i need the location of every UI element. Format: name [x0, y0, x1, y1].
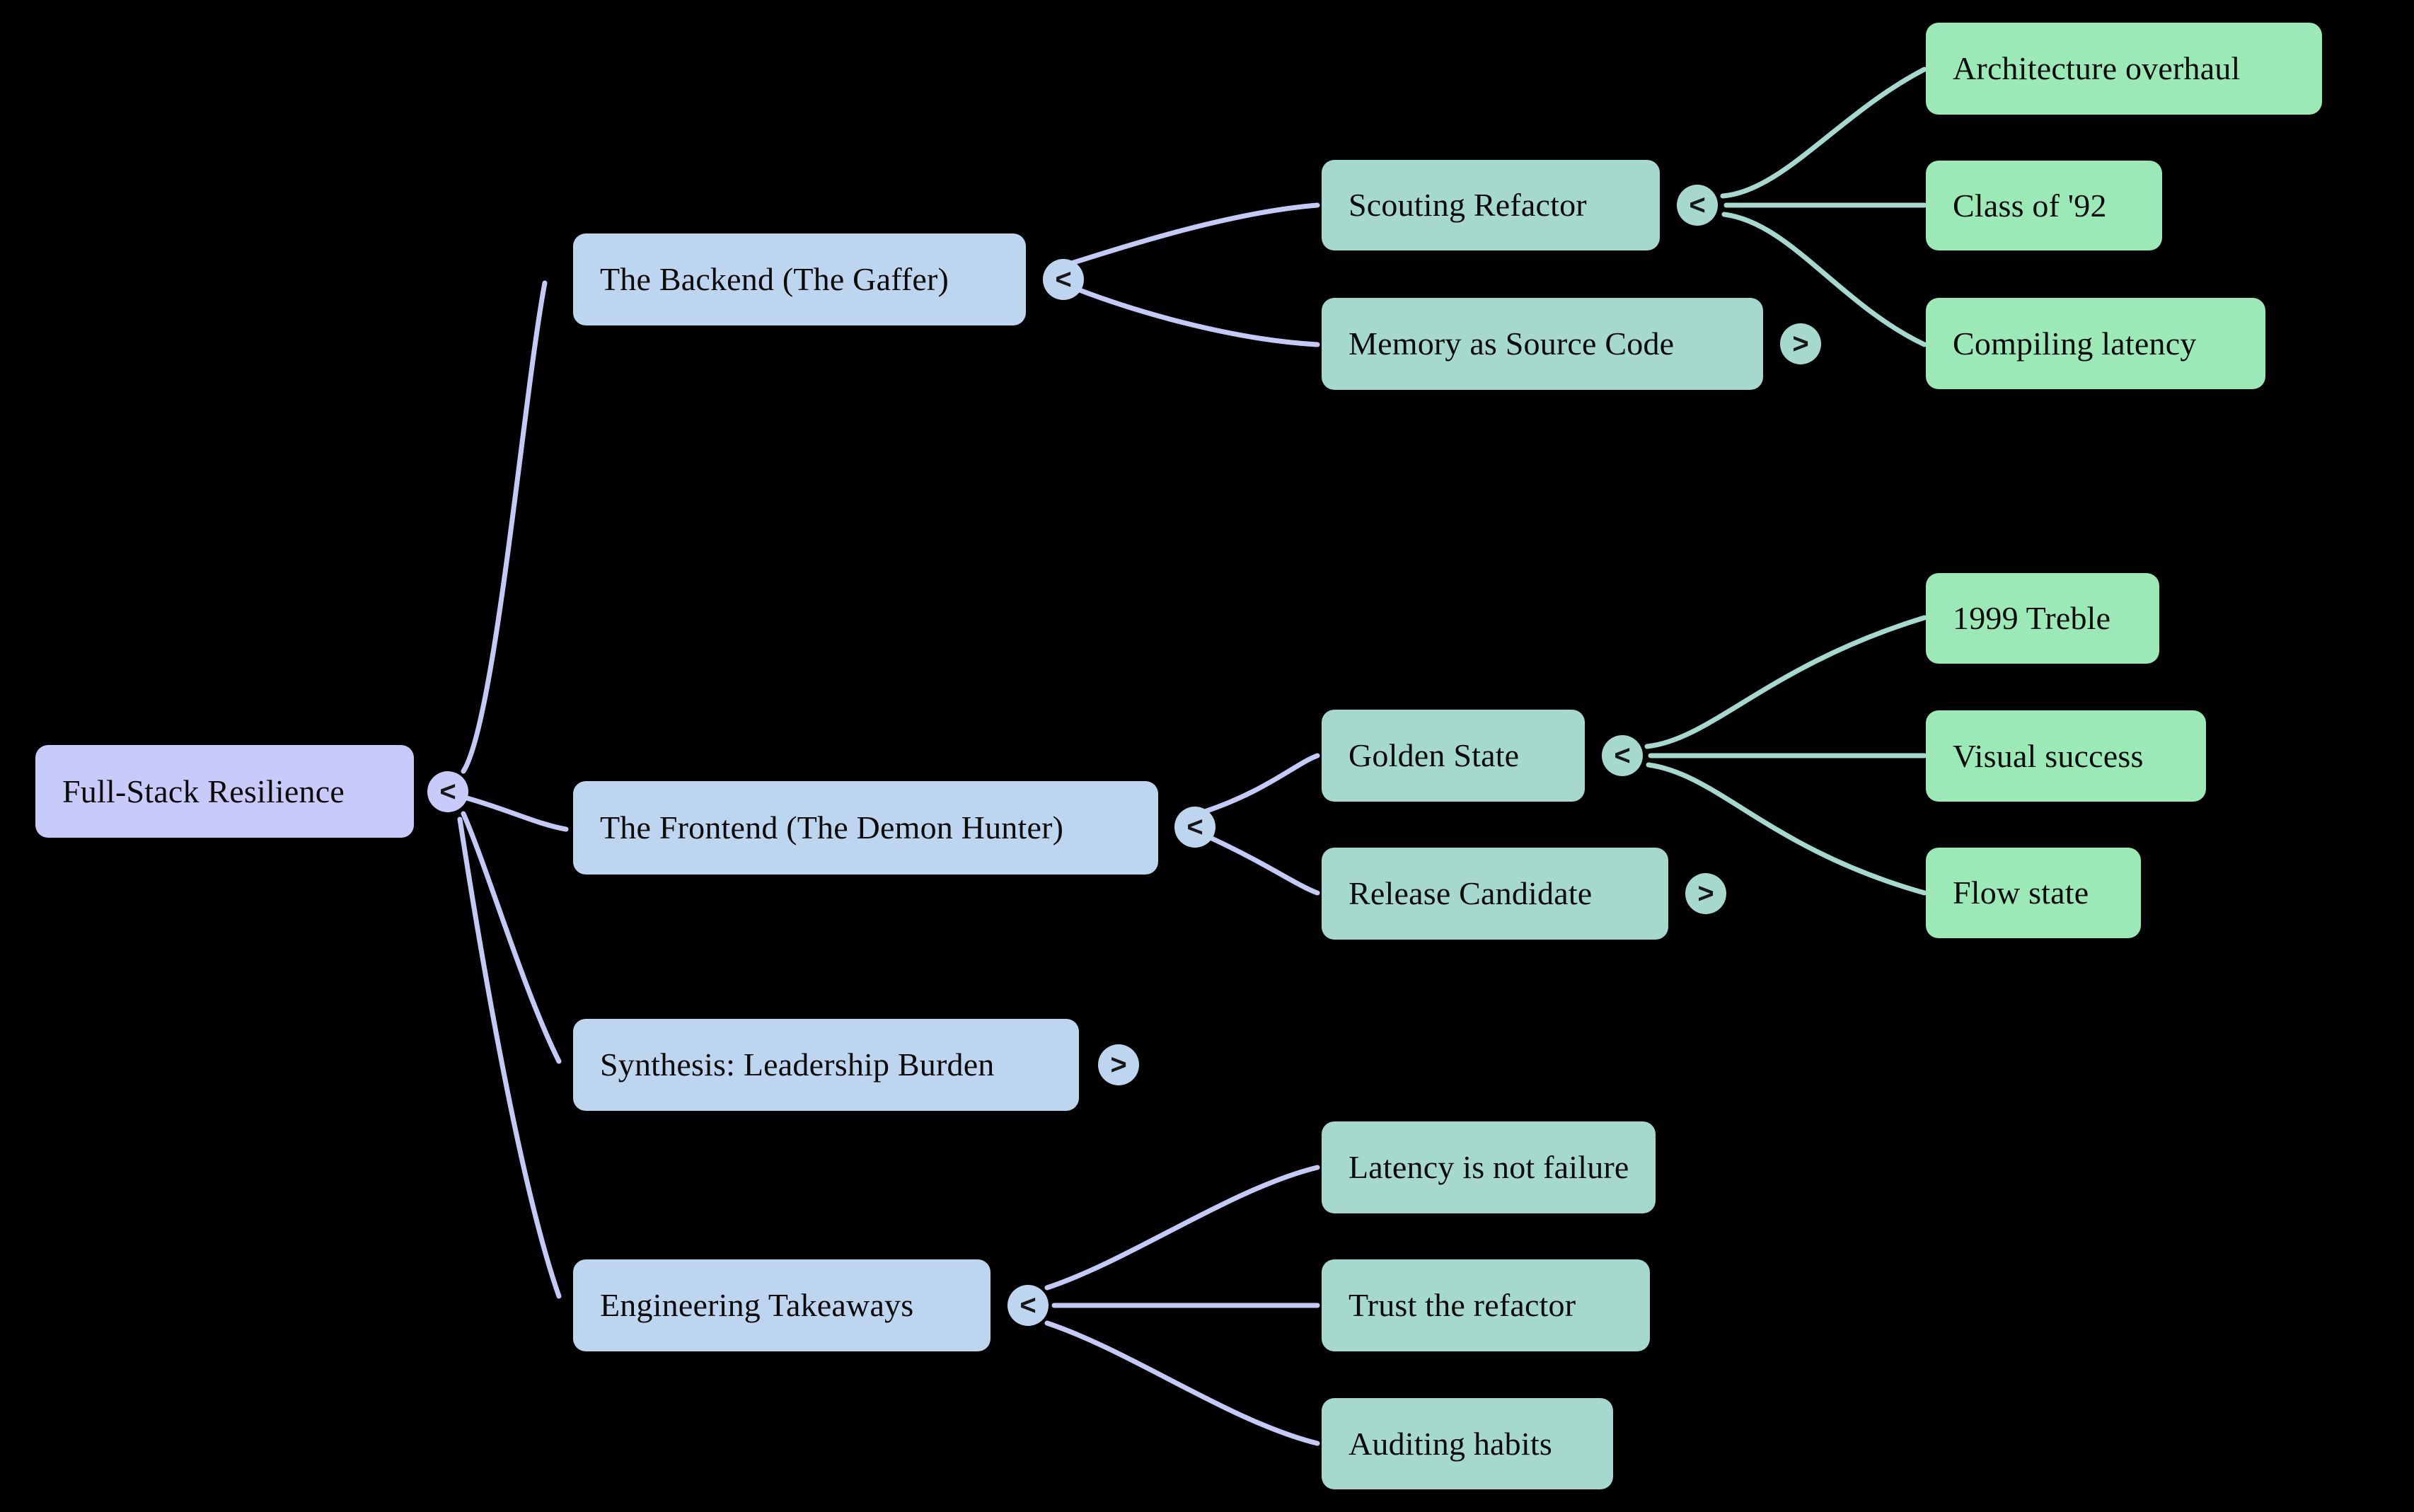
- node-visual-success[interactable]: Visual success: [1926, 710, 2206, 802]
- toggle-engineering-takeaways[interactable]: <: [1007, 1285, 1049, 1326]
- node-scouting-refactor[interactable]: Scouting Refactor: [1322, 160, 1660, 250]
- node-label: Memory as Source Code: [1349, 325, 1675, 362]
- node-flow-state[interactable]: Flow state: [1926, 848, 2141, 938]
- edge-group-root: [457, 280, 569, 1299]
- node-compiling-latency[interactable]: Compiling latency: [1926, 298, 2265, 389]
- node-golden-state[interactable]: Golden State: [1322, 710, 1585, 802]
- node-label: Auditing habits: [1349, 1425, 1552, 1462]
- edge-root-backend: [461, 280, 548, 774]
- node-trust-the-refactor[interactable]: Trust the refactor: [1322, 1259, 1650, 1351]
- edge-backend-scouting: [1062, 202, 1320, 268]
- node-latency-is-not-failure[interactable]: Latency is not failure: [1322, 1121, 1656, 1213]
- node-1999-treble[interactable]: 1999 Treble: [1926, 573, 2159, 664]
- node-label: 1999 Treble: [1953, 600, 2111, 636]
- node-label: Synthesis: Leadership Burden: [600, 1046, 995, 1083]
- node-label: Trust the refactor: [1349, 1287, 1576, 1323]
- toggle-the-frontend[interactable]: <: [1174, 807, 1215, 848]
- node-engineering-takeaways[interactable]: Engineering Takeaways: [573, 1259, 991, 1351]
- node-label: Full-Stack Resilience: [62, 773, 345, 809]
- edge-golden-flow: [1646, 762, 1927, 896]
- edge-root-frontend: [464, 795, 569, 832]
- toggle-the-backend[interactable]: <: [1043, 259, 1084, 300]
- toggle-release-candidate[interactable]: >: [1685, 873, 1726, 914]
- toggle-golden-state[interactable]: <: [1602, 735, 1643, 776]
- node-label: Architecture overhaul: [1953, 50, 2241, 86]
- edge-root-synthesis: [461, 811, 562, 1064]
- toggle-full-stack-resilience[interactable]: <: [427, 771, 468, 812]
- node-label: Visual success: [1953, 737, 2144, 774]
- node-label: Release Candidate: [1349, 875, 1593, 911]
- node-label: Compiling latency: [1953, 325, 2197, 362]
- node-label: The Frontend (The Demon Hunter): [600, 809, 1064, 846]
- edge-backend-memory: [1064, 282, 1320, 347]
- toggle-scouting-refactor[interactable]: <: [1677, 185, 1718, 226]
- edge-golden-treble: [1644, 615, 1927, 749]
- edge-engineering-latency: [1044, 1165, 1320, 1291]
- edge-engineering-auditing: [1044, 1320, 1320, 1446]
- edge-frontend-golden: [1200, 753, 1320, 815]
- node-full-stack-resilience[interactable]: Full-Stack Resilience: [35, 745, 414, 838]
- node-class-of-92[interactable]: Class of '92: [1926, 161, 2162, 250]
- node-auditing-habits[interactable]: Auditing habits: [1322, 1398, 1613, 1489]
- node-label: Class of '92: [1953, 187, 2107, 224]
- node-architecture-overhaul[interactable]: Architecture overhaul: [1926, 23, 2322, 115]
- node-label: Flow state: [1953, 875, 2089, 911]
- node-memory-as-source-code[interactable]: Memory as Source Code: [1322, 298, 1763, 390]
- edge-root-engineering: [457, 816, 562, 1299]
- node-label: Golden State: [1349, 737, 1520, 773]
- node-synthesis-leadership-burden[interactable]: Synthesis: Leadership Burden: [573, 1019, 1079, 1111]
- edge-scouting-architecture: [1720, 67, 1927, 199]
- toggle-memory-as-source-code[interactable]: >: [1780, 323, 1821, 364]
- edge-frontend-release: [1201, 832, 1320, 896]
- node-label: Latency is not failure: [1349, 1149, 1629, 1185]
- node-label: The Backend (The Gaffer): [600, 261, 949, 297]
- node-the-backend[interactable]: The Backend (The Gaffer): [573, 233, 1026, 325]
- node-release-candidate[interactable]: Release Candidate: [1322, 848, 1668, 940]
- node-label: Scouting Refactor: [1349, 187, 1587, 223]
- node-label: Engineering Takeaways: [600, 1287, 914, 1323]
- node-the-frontend[interactable]: The Frontend (The Demon Hunter): [573, 781, 1158, 875]
- toggle-synthesis-leadership-burden[interactable]: >: [1098, 1044, 1139, 1085]
